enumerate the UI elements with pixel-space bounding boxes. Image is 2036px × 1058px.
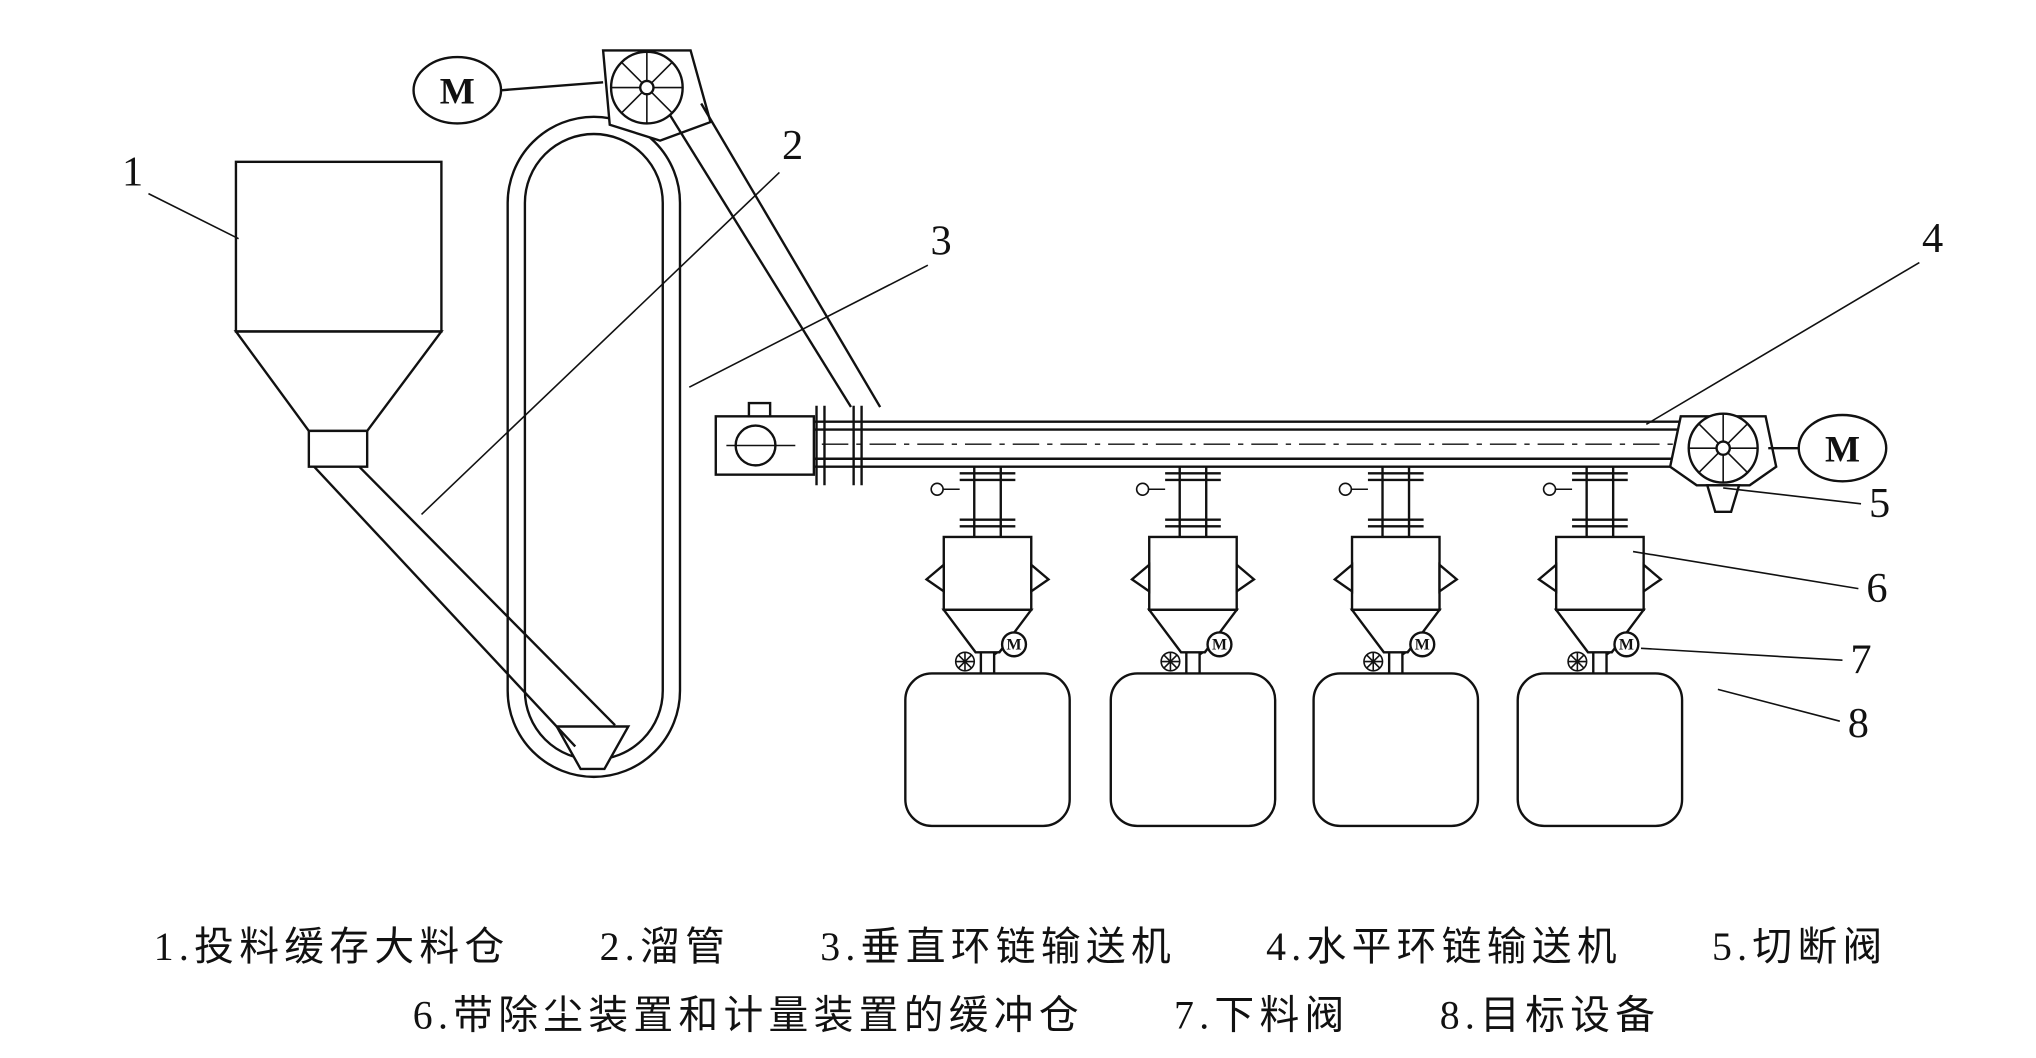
callout-5: 5: [1723, 480, 1890, 527]
callout-3-label: 3: [931, 218, 952, 265]
drop-leg-4: [1516, 465, 1684, 828]
callout-6-label: 6: [1866, 565, 1887, 612]
drive-wheel-icon: [609, 50, 684, 125]
inclined-duct: [668, 102, 882, 408]
callout-4: 4: [1645, 215, 1943, 425]
drop-leg-1: [904, 465, 1071, 828]
horizontal-chain-conveyor: M: [714, 401, 1888, 513]
callout-8: 8: [1717, 688, 1869, 747]
motor-left-icon: M: [412, 55, 503, 125]
drive-sprocket-icon: [1687, 412, 1759, 484]
callout-5-label: 5: [1869, 480, 1890, 527]
legend-line-2: 6.带除尘装置和计量装置的缓冲仓 7.下料阀 8.目标设备: [413, 994, 1661, 1038]
motor-right-icon: M: [1797, 413, 1888, 483]
feed-hopper: [233, 160, 444, 468]
callout-8-label: 8: [1848, 700, 1869, 747]
conveyor-tail-end: [714, 401, 863, 486]
callout-1: 1: [122, 149, 239, 240]
legend: 1.投料缓存大料仓 2.溜管 3.垂直环链输送机 4.水平环链输送机 5.切断阀…: [154, 925, 1888, 1038]
vertical-chain-conveyor: [506, 115, 682, 779]
callout-3: 3: [688, 218, 952, 388]
callout-7-label: 7: [1850, 636, 1871, 683]
drop-leg-3: [1312, 465, 1480, 828]
top-drive: M: [412, 49, 712, 142]
callout-4-label: 4: [1922, 215, 1943, 262]
callout-6: 6: [1632, 550, 1888, 612]
loop-bottom-boot: [554, 725, 631, 771]
legend-line-1: 1.投料缓存大料仓 2.溜管 3.垂直环链输送机 4.水平环链输送机 5.切断阀: [154, 925, 1888, 969]
callout-1-label: 1: [122, 149, 143, 196]
callout-2-label: 2: [782, 122, 803, 169]
chute: [313, 465, 616, 748]
callout-2: 2: [420, 122, 803, 515]
motor-left-label: M: [440, 72, 475, 113]
callout-7: 7: [1640, 636, 1872, 683]
drive-discharge: [1705, 484, 1741, 513]
drop-leg-2: [1109, 465, 1277, 828]
conveyor-drive-end: M: [1668, 412, 1888, 513]
motor-right-label: M: [1825, 429, 1860, 470]
